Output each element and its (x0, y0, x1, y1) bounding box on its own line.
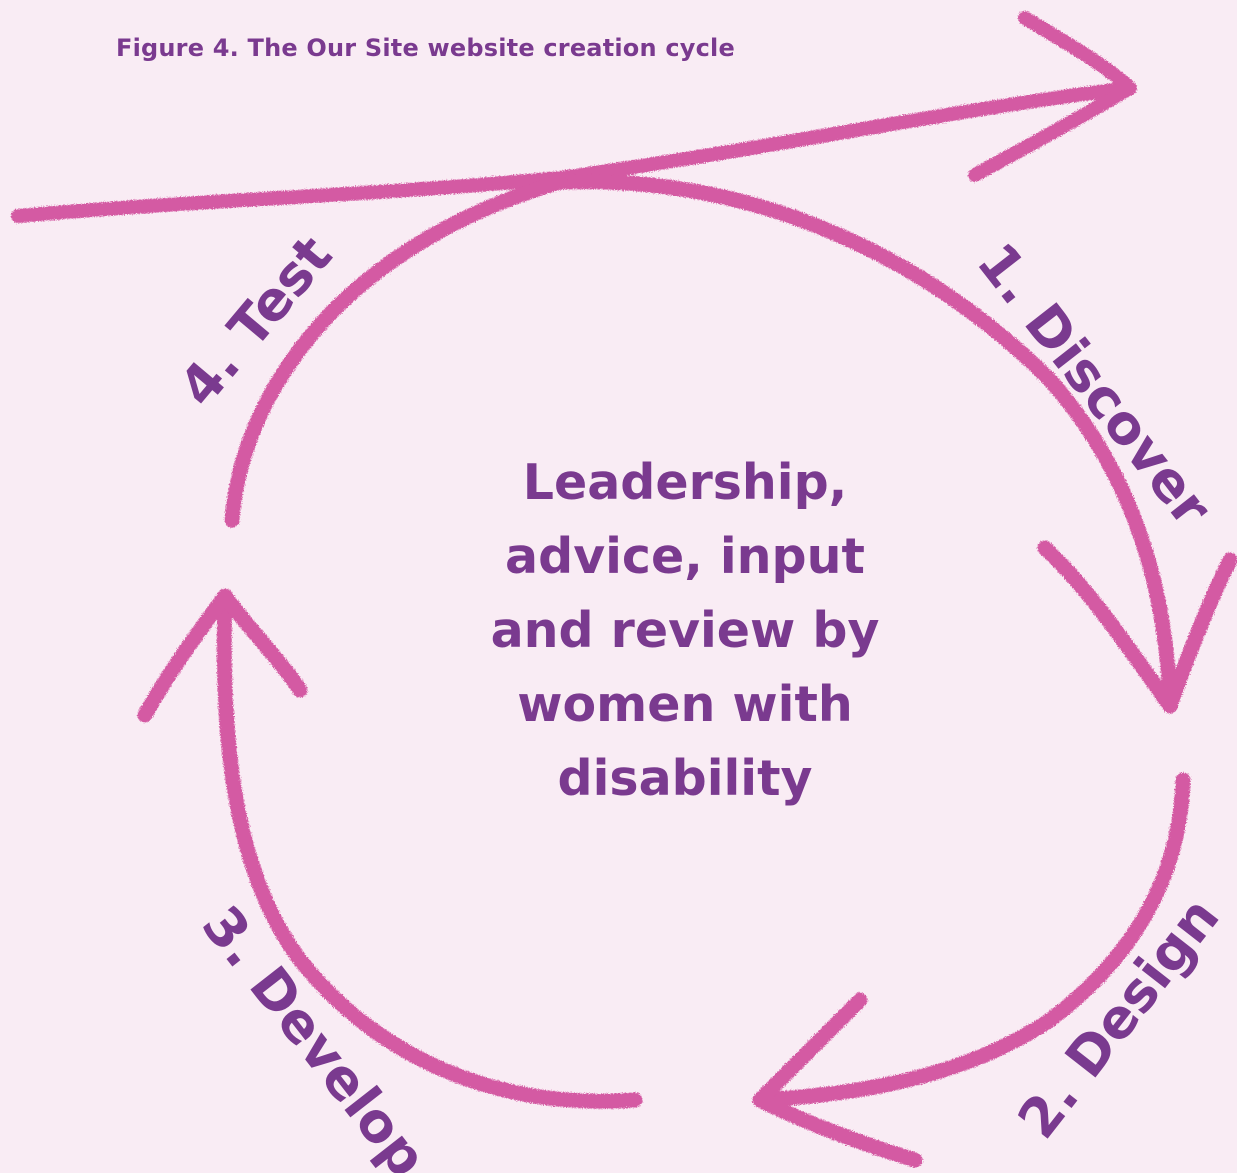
center-line: disability (557, 750, 813, 807)
center-line: and review by (490, 602, 880, 659)
swoosh-arrow-shaft (11, 81, 1137, 223)
step-label-discover: 1. Discover (965, 231, 1224, 538)
arrowhead-develop (137, 588, 308, 723)
arc-test (224, 174, 568, 528)
arc-design (752, 772, 1191, 1108)
arc-develop (216, 592, 643, 1109)
arc-discover (552, 174, 1178, 708)
center-line: Leadership, (522, 454, 848, 511)
step-label-design: 2. Design (1006, 886, 1232, 1150)
center-line: women with (517, 676, 853, 733)
step-label-develop: 3. Develop (190, 894, 439, 1173)
arrowhead-design (752, 992, 923, 1168)
figure-caption: Figure 4. The Our Site website creation … (116, 34, 735, 62)
arrowhead-discover (1037, 540, 1237, 714)
center-line: advice, input (505, 528, 865, 585)
center-statement: Leadership, advice, input and review by … (430, 446, 940, 816)
swoosh-arrowhead (968, 11, 1137, 182)
